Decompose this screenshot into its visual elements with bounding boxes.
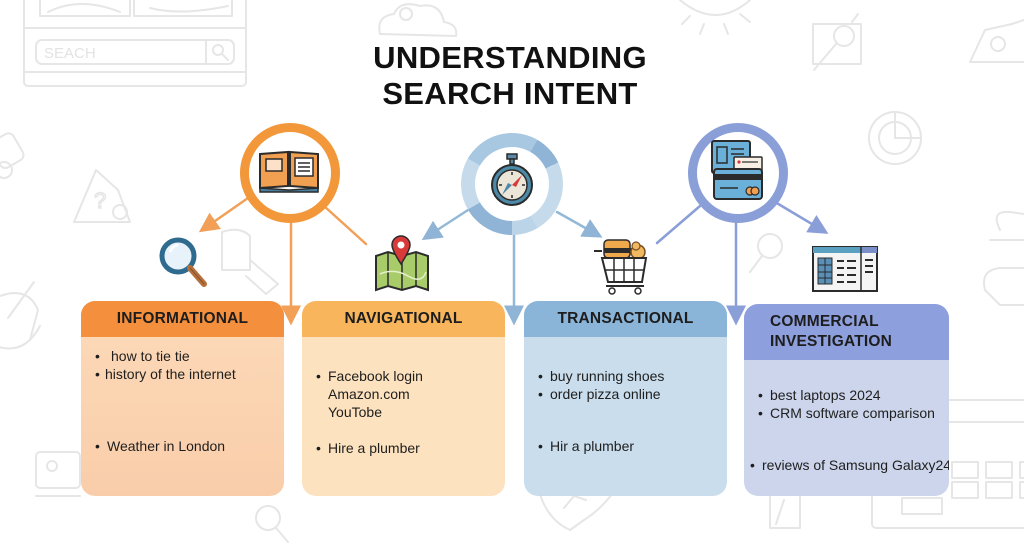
list-item: best laptops 2024 <box>758 386 935 404</box>
navigational-card-body: Facebook login Amazon.com YouTobe Hire a… <box>302 337 505 496</box>
informational-card-title: INFORMATIONAL <box>81 301 284 337</box>
transactional-card: TRANSACTIONAL buy running shoes order pi… <box>524 301 727 496</box>
shopping-cart-icon <box>594 239 648 295</box>
magnifier-icon <box>159 237 207 287</box>
commercial-investigation-card: COMMERCIAL INVESTIGATION best laptops 20… <box>744 304 949 496</box>
commercial-investigation-card-body: best laptops 2024 CRM software compariso… <box>744 360 949 496</box>
list-item: reviews of Samsung Galaxy24 <box>750 456 949 474</box>
navigational-connectors <box>421 208 603 326</box>
list-item: history of the internet <box>95 365 270 383</box>
navigational-card: NAVIGATIONAL Facebook login Amazon.com Y… <box>302 301 505 496</box>
list-item: Hire a plumber <box>316 439 491 457</box>
list-item: Weather in London <box>95 437 270 455</box>
compass-icon <box>491 153 533 206</box>
card-title-line-2: INVESTIGATION <box>770 333 893 350</box>
commercial-investigation-card-title: COMMERCIAL INVESTIGATION <box>744 304 949 360</box>
list-item: buy running shoes <box>538 367 713 385</box>
informational-connectors <box>198 196 368 326</box>
commercial-connectors <box>655 200 829 326</box>
list-item: how to tie tie <box>95 347 270 365</box>
page-title: UNDERSTANDING SEARCH INTENT <box>300 40 720 112</box>
transactional-card-title: TRANSACTIONAL <box>524 301 727 337</box>
credit-card-icon <box>711 140 763 200</box>
list-item: Hir a plumber <box>538 437 713 455</box>
title-line-2: SEARCH INTENT <box>382 76 638 111</box>
list-item: order pizza online <box>538 385 713 403</box>
commercial-hub <box>688 123 788 223</box>
map-pin-icon <box>375 235 429 292</box>
list-item-continuation: YouTobe <box>328 404 382 420</box>
informational-card-body: how to tie tie history of the internet W… <box>81 337 284 496</box>
card-title-line-1: COMMERCIAL <box>770 313 879 330</box>
list-item: Facebook login <box>316 367 491 385</box>
list-item-continuation: Amazon.com <box>328 386 410 402</box>
open-book-icon <box>259 150 319 193</box>
informational-card: INFORMATIONAL how to tie tie history of … <box>81 301 284 496</box>
list-item: CRM software comparison <box>758 404 935 422</box>
title-line-1: UNDERSTANDING <box>373 40 647 75</box>
transactional-card-body: buy running shoes order pizza online Hir… <box>524 337 727 496</box>
navigational-card-title: NAVIGATIONAL <box>302 301 505 337</box>
spreadsheet-icon <box>812 246 878 292</box>
